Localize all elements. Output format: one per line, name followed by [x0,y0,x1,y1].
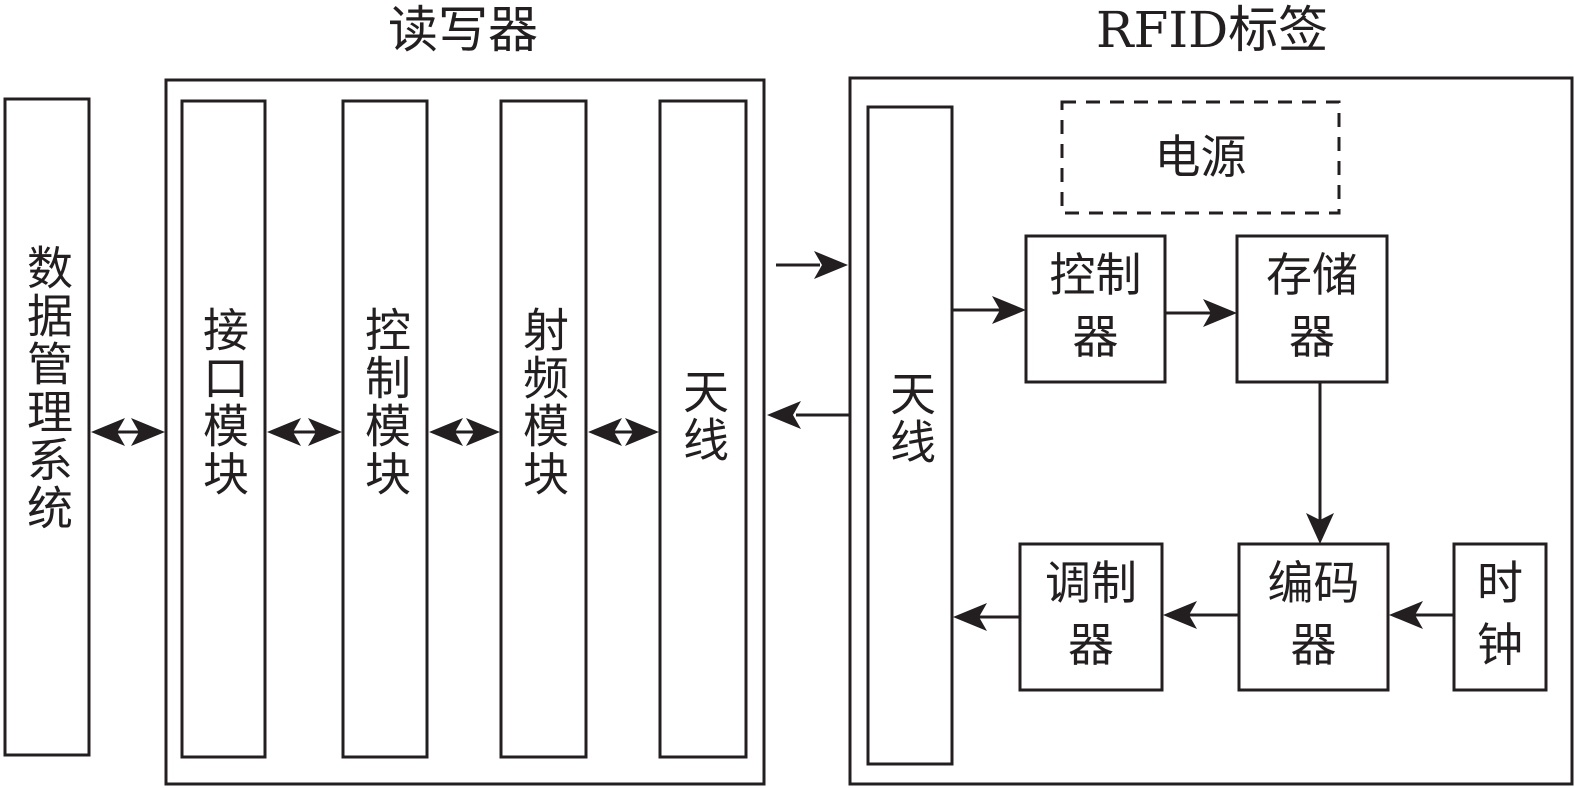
reader-antenna-label: 天线 [676,368,730,464]
arrow-antenna-to-controller [952,296,1026,324]
memory-box [1235,234,1389,384]
tag-antenna-label: 天线 [883,370,937,466]
tag-controller-label-line2: 器 [1072,310,1119,364]
encoder-label-line2: 器 [1290,618,1337,672]
tag-controller-label-line1: 控制 [1049,248,1142,302]
tag-frame [848,76,1574,786]
rf-module-label: 射频模块 [516,306,570,498]
arrow-controller-to-memory [1165,299,1237,327]
reader-control-module-label: 控制模块 [358,306,412,498]
power-supply-label: 电源 [1154,130,1247,184]
power-supply-box [1060,100,1341,215]
data-management-label: 数据管理系统 [20,244,74,532]
modulator-label-line2: 器 [1068,618,1114,672]
memory-label-line1: 存储 [1266,248,1358,302]
tag-antenna-box [866,105,954,766]
clock-label-line2: 钟 [1477,618,1523,672]
data-management-box [3,97,91,757]
memory-label-line2: 器 [1289,310,1335,364]
tag-title: RFID标签 [1096,1,1329,59]
double-arrow-dms-interface [91,418,165,446]
arrow-memory-to-encoder [1306,382,1334,544]
encoder-box [1237,542,1390,692]
arrow-encoder-to-modulator [1163,601,1239,629]
arrow-reader-to-tag [776,251,848,279]
reader-antenna-box [658,99,748,759]
arrow-clock-to-encoder [1389,601,1454,629]
rf-module-box [499,99,588,759]
clock-box [1452,542,1548,692]
double-arrow-control-rf [429,418,500,446]
interface-module-box [180,99,267,759]
arrow-modulator-to-antenna [953,603,1020,631]
reader-control-module-box [341,99,429,759]
clock-label-line1: 时 [1477,556,1523,610]
arrow-tag-to-reader [767,401,850,429]
modulator-label-line1: 调制 [1045,556,1137,610]
encoder-label-line1: 编码 [1267,556,1360,610]
reader-title: 读写器 [388,1,538,59]
interface-module-label: 接口模块 [196,306,250,498]
double-arrow-interface-control [267,418,342,446]
double-arrow-rf-antenna [588,418,659,446]
tag-controller-box [1024,234,1167,384]
